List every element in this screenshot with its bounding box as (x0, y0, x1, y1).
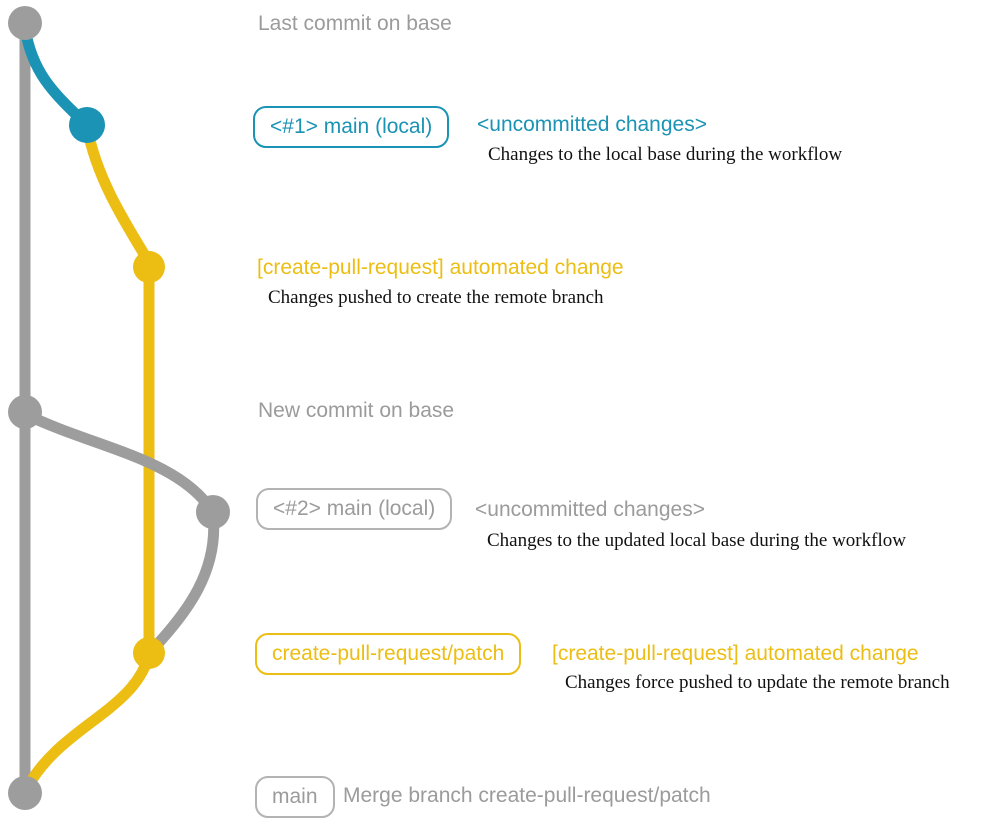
label-uncommitted-changes-2: <uncommitted changes> (475, 498, 705, 521)
commit-node-local-2 (196, 495, 230, 529)
desc-automated-change-1: Changes pushed to create the remote bran… (268, 287, 604, 308)
commit-node-local-1 (69, 107, 105, 143)
label-last-commit-on-base: Last commit on base (258, 12, 452, 35)
branch-badge-create-pull-request-patch: create-pull-request/patch (255, 633, 522, 676)
desc-automated-change-2: Changes force pushed to update the remot… (565, 672, 950, 693)
branch-badge-main-local-2: <#2> main (local) (256, 488, 453, 531)
desc-uncommitted-changes-1: Changes to the local base during the wor… (488, 144, 843, 165)
branch-graph (8, 6, 230, 810)
label-automated-change-1: [create-pull-request] automated change (257, 256, 624, 279)
label-uncommitted-changes-1: <uncommitted changes> (477, 113, 707, 136)
label-automated-change-2: [create-pull-request] automated change (552, 642, 919, 665)
commit-node-patch-1 (133, 251, 165, 283)
branch-badge-main-local-1: <#1> main (local) (253, 106, 450, 149)
commit-node-patch-2 (133, 637, 165, 669)
label-merge-branch: Merge branch create-pull-request/patch (343, 784, 711, 807)
rebase-edge-2 (146, 508, 220, 656)
label-new-commit-on-base: New commit on base (258, 399, 455, 422)
branch-badge-main: main (255, 776, 335, 819)
desc-uncommitted-changes-2: Changes to the updated local base during… (487, 530, 906, 551)
patch-branch-edge-top (81, 121, 155, 268)
rebase-edge-1 (19, 408, 219, 518)
commit-node-base-2 (8, 395, 42, 429)
commit-node-merge (8, 776, 42, 810)
commit-node-base-1 (8, 6, 42, 40)
patch-merge-edge (20, 652, 154, 796)
